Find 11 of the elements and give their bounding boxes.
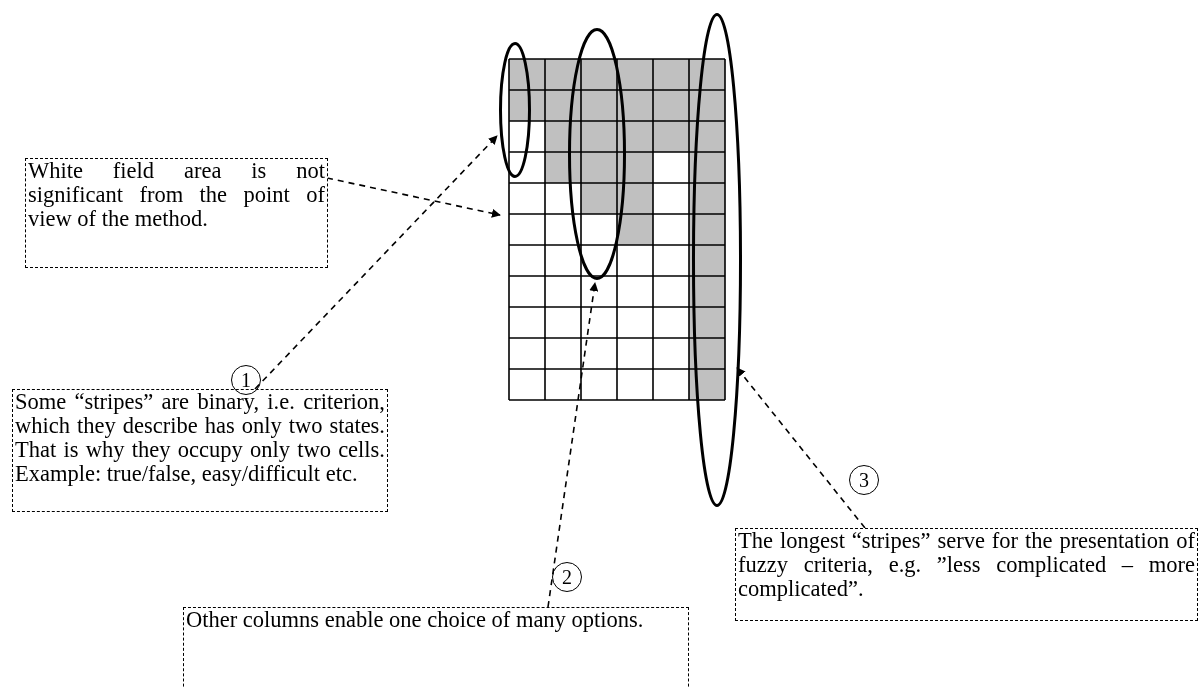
leader-arrow xyxy=(736,367,866,529)
note-box xyxy=(183,607,689,687)
note-text: White field area is not significant from the point of view of the method. xyxy=(28,159,325,231)
note-text: Other columns enable one choice of many options. xyxy=(186,608,645,632)
note-box xyxy=(735,528,1198,621)
note-text: The longest “stripes” serve for the presentation of fuzzy criteria, e.g. ”less complicated – more complicated”. xyxy=(738,529,1195,601)
note-box xyxy=(12,389,388,512)
leader-arrow xyxy=(547,282,599,608)
note-box xyxy=(25,158,328,268)
leader-arrow xyxy=(254,135,498,390)
leader-arrow xyxy=(326,177,501,218)
